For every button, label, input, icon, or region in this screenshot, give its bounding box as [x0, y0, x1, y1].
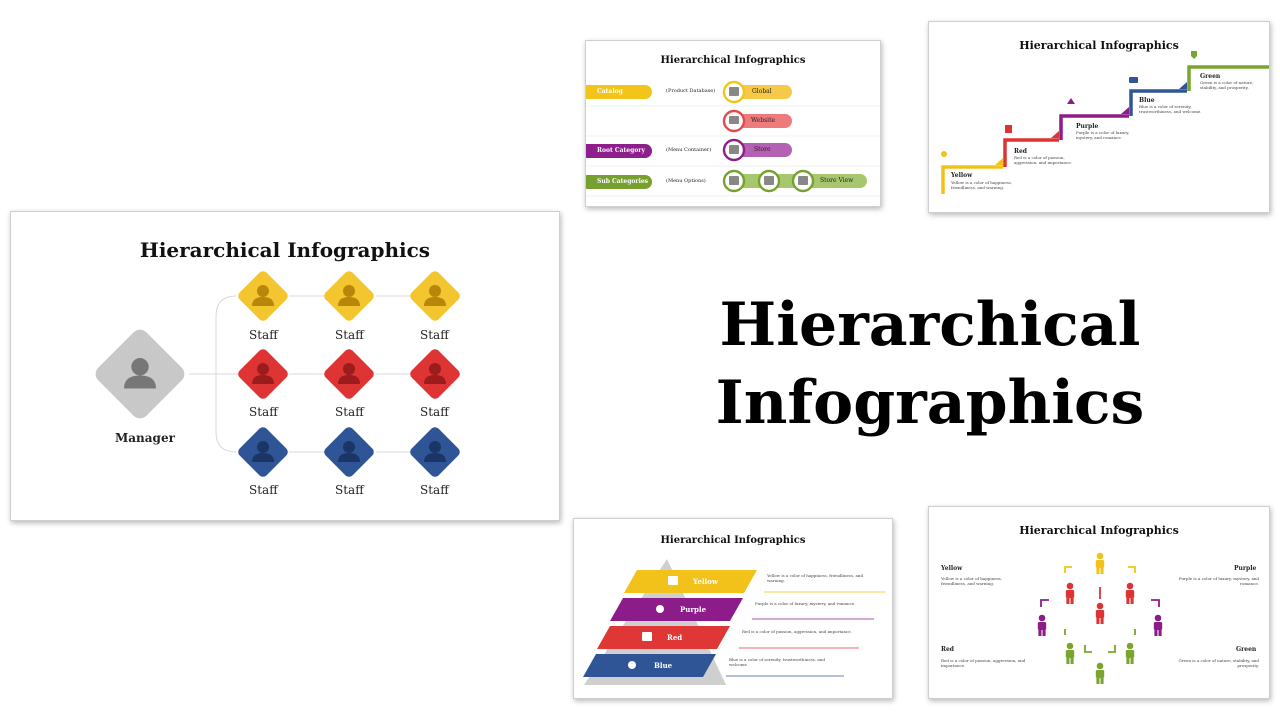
- step-name: Purple: [1076, 123, 1099, 130]
- step-name: Yellow: [951, 172, 973, 179]
- catalog-diagram: [586, 80, 880, 197]
- legend-name: Red: [941, 646, 954, 653]
- manager-label: Manager: [115, 431, 175, 445]
- catalog-node-label: Global: [752, 88, 772, 95]
- pyramid-layer-label: Yellow: [693, 577, 718, 586]
- pyramid-layer-description: Yellow is a color of happiness, friendli…: [767, 573, 864, 583]
- staff-node-blue-3: [410, 427, 460, 477]
- staff-label: Staff: [420, 328, 449, 342]
- figure-green: [1125, 642, 1135, 664]
- figure-purple: [1153, 614, 1163, 636]
- figure-green: [1095, 662, 1105, 684]
- legend-description: Red is a color of passion, aggression, a…: [941, 658, 1026, 668]
- catalog-note: (Menu Container): [666, 147, 712, 153]
- main-title: Hierarchical Infographics: [715, 290, 1145, 438]
- staff-node-blue-2: [324, 427, 374, 477]
- staff-node-yellow-3: [410, 271, 460, 321]
- catalog-note: (Product Database): [666, 88, 716, 94]
- slide-title: Hierarchical Infographics: [660, 55, 806, 66]
- staff-node-yellow-2: [324, 271, 374, 321]
- staff-label: Staff: [249, 405, 278, 419]
- figure-red: [1125, 582, 1135, 604]
- slide-title: Hierarchical Infographics: [139, 238, 431, 262]
- staircase-diagram: [941, 51, 1269, 194]
- legend-description: Green is a color of nature, stability, a…: [1178, 658, 1259, 668]
- catalog-tag-label: Catalog: [597, 88, 623, 95]
- staff-label: Staff: [420, 483, 449, 497]
- catalog-tag-label: Sub Categories: [597, 178, 649, 185]
- figure-purple: [1037, 614, 1047, 636]
- pyramid-diagram: [583, 559, 886, 685]
- step-description: Yellow is a color of happiness, friendli…: [951, 180, 1012, 190]
- step-description: Blue is a color of serenity, trustworthi…: [1139, 104, 1202, 114]
- staff-node-red-2: [324, 349, 374, 399]
- slide-thumbnail-people-tree[interactable]: Hierarchical Infographics: [928, 506, 1270, 699]
- pyramid-layer-description: Blue is a color of serenity, trustworthi…: [729, 657, 825, 667]
- staff-label: Staff: [335, 328, 364, 342]
- pyramid-layer-label: Red: [667, 633, 683, 642]
- staff-label: Staff: [335, 405, 364, 419]
- catalog-note: (Menu Options): [666, 178, 706, 184]
- slide-thumbnail-manager-staff[interactable]: Hierarchical Infographics: [10, 211, 560, 521]
- catalog-node-label: Website: [751, 117, 776, 124]
- legend-description: Purple is a color of luxury, mystery, an…: [1178, 576, 1259, 586]
- slide-thumbnail-catalog[interactable]: Hierarchical Infographics: [585, 40, 881, 207]
- staff-node-yellow-1: [238, 271, 288, 321]
- staff-node-blue-1: [238, 427, 288, 477]
- legend-name: Purple: [1234, 565, 1257, 572]
- legend-name: Green: [1236, 646, 1257, 653]
- step-description: Red is a color of passion, aggression, a…: [1014, 155, 1072, 165]
- people-tree-diagram: [1037, 552, 1163, 684]
- manager-node: [95, 329, 185, 419]
- slide-title: Hierarchical Infographics: [660, 535, 806, 546]
- staff-label: Staff: [335, 483, 364, 497]
- slide-title: Hierarchical Infographics: [1019, 524, 1179, 537]
- figure-green: [1065, 642, 1075, 664]
- pyramid-layer-label: Purple: [680, 605, 707, 614]
- pyramid-layer-label: Blue: [654, 661, 673, 670]
- slide-title: Hierarchical Infographics: [1019, 39, 1179, 52]
- staff-label: Staff: [420, 405, 449, 419]
- slide-thumbnail-staircase[interactable]: Hierarchical Infographics Yellow Yellow …: [928, 21, 1270, 213]
- step-description: Green is a color of nature, stability, a…: [1200, 80, 1254, 90]
- staff-label: Staff: [249, 328, 278, 342]
- step-name: Green: [1200, 73, 1221, 80]
- step-name: Red: [1014, 148, 1027, 155]
- legend-name: Yellow: [941, 565, 963, 572]
- step-description: Purple is a color of luxury, mystery, an…: [1076, 130, 1130, 140]
- staff-node-red-1: [238, 349, 288, 399]
- figure-red: [1095, 602, 1105, 624]
- catalog-tag-label: Root Category: [597, 147, 645, 154]
- legend-description: Yellow is a color of happiness, friendli…: [941, 576, 1002, 586]
- slide-thumbnail-pyramid[interactable]: Hierarchical Infographics Yellow Purple …: [573, 518, 893, 699]
- pyramid-layer-description: Red is a color of passion, aggression, a…: [742, 629, 852, 634]
- step-name: Blue: [1139, 97, 1155, 104]
- figure-red: [1065, 582, 1075, 604]
- catalog-node-label: Store View: [820, 177, 854, 184]
- staff-node-red-3: [410, 349, 460, 399]
- org-chart: [95, 271, 460, 477]
- figure-yellow: [1095, 552, 1105, 574]
- catalog-node-label: Store: [754, 146, 771, 153]
- pyramid-layer-description: Purple is a color of luxury, mystery, an…: [755, 601, 856, 606]
- staff-label: Staff: [249, 483, 278, 497]
